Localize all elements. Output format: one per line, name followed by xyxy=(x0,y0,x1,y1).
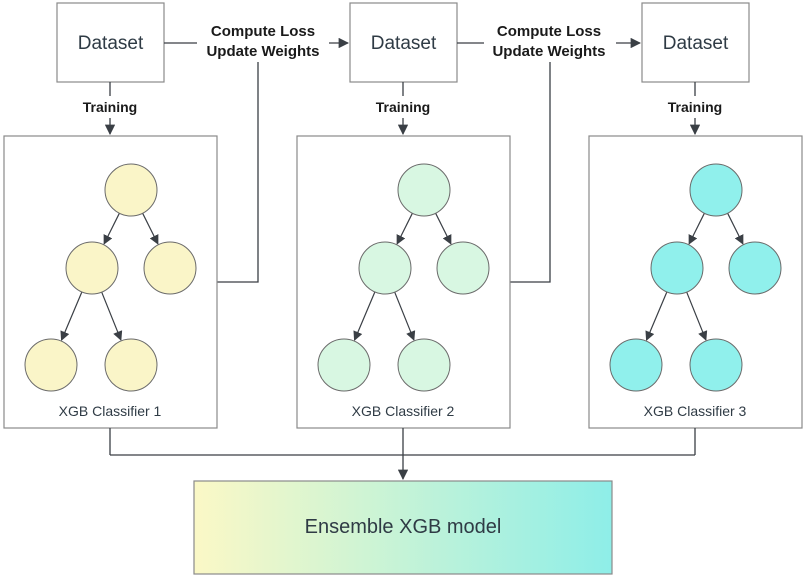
tree-3-node-root xyxy=(689,163,743,217)
training-connector-3: Training xyxy=(668,82,722,136)
tree-2-edge-left-leaf-right xyxy=(392,288,416,341)
tree-3-edge-left-leaf-right xyxy=(684,288,708,341)
tree-3-node-leaf-left xyxy=(609,338,663,392)
tree-1-edge-left-leaf-right xyxy=(99,288,123,341)
tree-3-node-leaf-right xyxy=(689,338,743,392)
dataset-label-3: Dataset xyxy=(663,33,729,54)
feedback-line-1 xyxy=(217,62,259,283)
classifier-label-2: XGB Classifier 2 xyxy=(352,403,455,419)
tree-2-edge-root-left xyxy=(396,209,415,245)
dataset-label-2: Dataset xyxy=(371,33,437,54)
tree-3-node-left xyxy=(650,241,704,295)
tree-classifier-2 xyxy=(317,163,490,392)
tree-2-node-right xyxy=(436,241,490,295)
tree-2-node-leaf-right xyxy=(397,338,451,392)
tree-classifier-1 xyxy=(24,163,197,392)
transition-label-1: Compute Loss Update Weights xyxy=(197,20,329,62)
tree-1-edge-left-leaf-left xyxy=(60,288,84,342)
training-label-2: Training xyxy=(376,99,430,115)
merge-connector xyxy=(109,428,696,481)
classifier-label-1: XGB Classifier 1 xyxy=(59,403,162,419)
dataset-box-2: Dataset xyxy=(349,2,458,83)
training-connector-2: Training xyxy=(376,82,430,136)
tree-2-node-left xyxy=(358,241,412,295)
transition-1-line1: Compute Loss xyxy=(211,23,315,40)
transition-1-line2: Update Weights xyxy=(206,43,319,60)
ensemble-label: Ensemble XGB model xyxy=(305,516,502,538)
tree-3-edge-root-left xyxy=(688,209,707,245)
tree-1-edge-root-right xyxy=(140,209,159,245)
training-label-1: Training xyxy=(83,99,137,115)
tree-1-node-left xyxy=(65,241,119,295)
dataset-box-1: Dataset xyxy=(56,2,165,83)
tree-2-node-root xyxy=(397,163,451,217)
training-label-3: Training xyxy=(668,99,722,115)
tree-1-node-root xyxy=(104,163,158,217)
transition-2-line1: Compute Loss xyxy=(497,23,601,40)
tree-3-node-right xyxy=(728,241,782,295)
transition-label-2: Compute Loss Update Weights xyxy=(484,20,616,62)
tree-3-edge-left-leaf-left xyxy=(645,288,669,342)
classifier-label-3: XGB Classifier 3 xyxy=(644,403,747,419)
tree-1-node-leaf-right xyxy=(104,338,158,392)
tree-1-node-right xyxy=(143,241,197,295)
feedback-line-2 xyxy=(510,62,551,283)
dataset-box-3: Dataset xyxy=(641,2,750,83)
transition-2-line2: Update Weights xyxy=(492,43,605,60)
tree-1-node-leaf-left xyxy=(24,338,78,392)
training-connector-1: Training xyxy=(83,82,137,136)
ensemble-box: Ensemble XGB model xyxy=(193,480,613,575)
tree-3-edge-root-right xyxy=(725,209,744,245)
tree-2-edge-left-leaf-left xyxy=(353,288,377,342)
dataset-label-1: Dataset xyxy=(78,33,144,54)
tree-2-node-leaf-left xyxy=(317,338,371,392)
tree-classifier-3 xyxy=(609,163,782,392)
tree-1-edge-root-left xyxy=(103,209,122,245)
tree-2-edge-root-right xyxy=(433,209,452,245)
